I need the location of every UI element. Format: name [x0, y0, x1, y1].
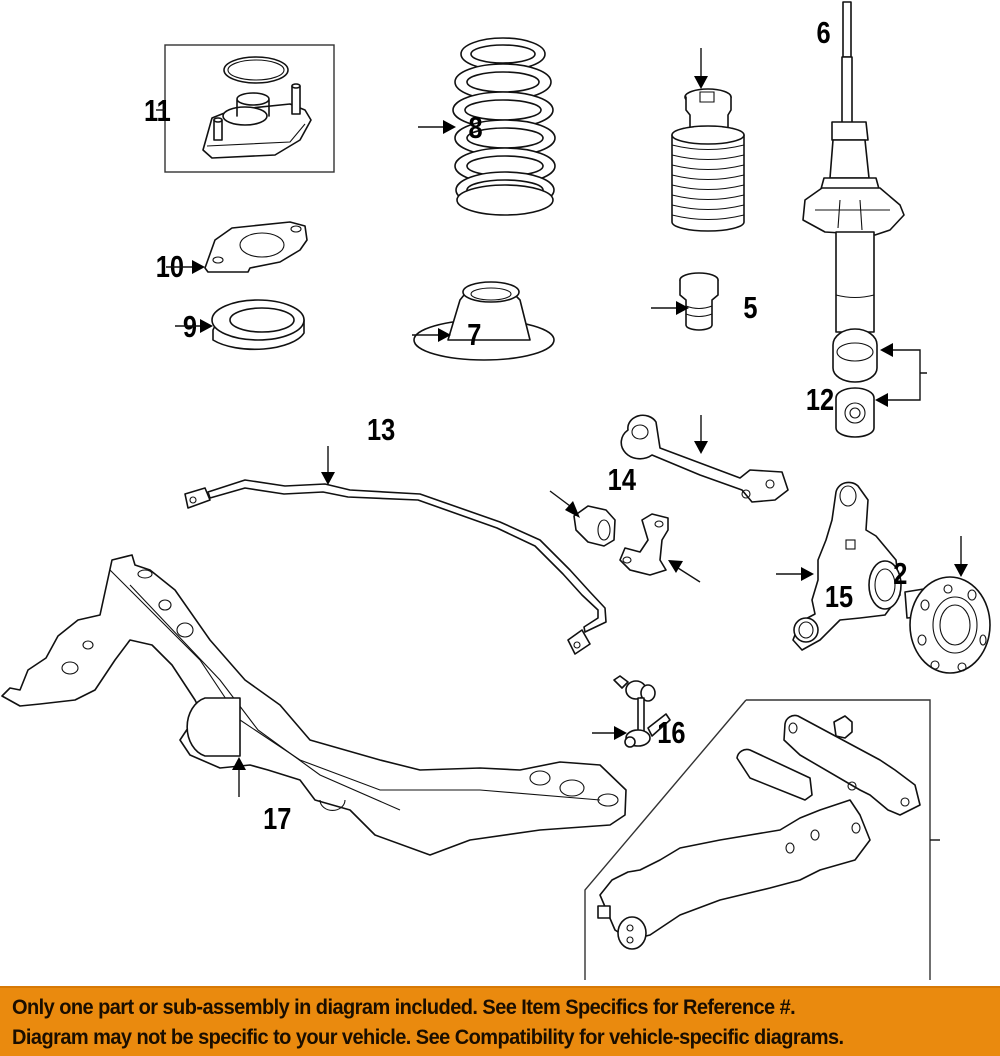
callout-1[interactable]: 1: [954, 504, 1000, 577]
callout-7[interactable]: 7: [412, 318, 481, 353]
callout-17[interactable]: 17: [232, 757, 291, 837]
part-hub-and-bearing[interactable]: [904, 576, 991, 674]
arrow-icon: [438, 328, 451, 342]
part-knuckle[interactable]: [792, 481, 902, 651]
callout-8[interactable]: 8: [418, 111, 483, 146]
arrow-icon: [694, 76, 708, 89]
disclaimer-line-1: Only one part or sub-assembly in diagram…: [12, 995, 796, 1019]
trailing-arm-group-box: [584, 699, 931, 980]
arrow-icon: [801, 567, 814, 581]
arrow-icon: [875, 393, 888, 407]
arrow-icon: [668, 560, 683, 573]
callout-14[interactable]: 14: [549, 463, 636, 518]
arrow-icon: [565, 501, 580, 518]
callout-15[interactable]: 15: [668, 560, 853, 615]
part-stabilizer-link[interactable]: [613, 675, 671, 748]
arrow-icon: [321, 472, 335, 485]
part-coil-spring[interactable]: [452, 37, 556, 216]
callout-label-11: 11: [144, 94, 171, 129]
callout-label-12: 12: [806, 383, 834, 418]
arrow-icon: [443, 120, 456, 134]
callout-label-2: 2: [893, 557, 907, 592]
callout-10[interactable]: 10: [156, 250, 205, 285]
arrow-icon: [954, 564, 968, 577]
callout-label-7: 7: [467, 318, 481, 353]
part-stabilizer-bar[interactable]: [184, 479, 607, 655]
callout-4[interactable]: 4: [875, 343, 1000, 407]
callout-6[interactable]: 6: [694, 16, 831, 89]
part-stabilizer-bushing[interactable]: [573, 505, 616, 547]
callout-label-15: 15: [825, 580, 853, 615]
part-lateral-link[interactable]: [620, 414, 789, 503]
callout-9[interactable]: 9: [175, 310, 213, 345]
disclaimer-banner: Only one part or sub-assembly in diagram…: [0, 986, 1000, 1056]
callout-16[interactable]: 16: [592, 716, 686, 751]
leader-line-15: [677, 567, 701, 583]
callout-label-6: 6: [817, 16, 831, 51]
arrow-icon: [880, 343, 893, 357]
part-spring-seat-plate[interactable]: [204, 221, 308, 273]
parts-diagram: 11 10 9 8 7 6 5 4 12: [1, 1, 1000, 980]
arrow-icon: [614, 726, 627, 740]
part-dust-boot[interactable]: [671, 88, 745, 232]
callout-3[interactable]: 3: [930, 824, 1000, 859]
callout-label-14: 14: [608, 463, 636, 498]
part-upper-spring-insulator[interactable]: [211, 299, 305, 351]
part-bump-stop[interactable]: [679, 272, 719, 331]
callout-2[interactable]: 2: [776, 557, 907, 592]
part-lower-spring-seat[interactable]: [413, 281, 555, 361]
arrow-icon: [192, 260, 205, 274]
callout-label-9: 9: [183, 310, 197, 345]
part-strut-mount-assembly[interactable]: [164, 44, 335, 173]
arrow-icon: [676, 301, 689, 315]
disclaimer-line-2: Diagram may not be specific to your vehi…: [12, 1025, 844, 1049]
part-subframe-crossmember[interactable]: [1, 554, 627, 856]
arrow-icon: [694, 441, 708, 454]
callout-5[interactable]: 5: [651, 291, 758, 326]
arrow-icon: [232, 757, 246, 770]
callout-label-8: 8: [468, 111, 482, 146]
strut-mount-group-box: [164, 44, 335, 173]
callout-11[interactable]: 11: [144, 94, 171, 129]
part-trailing-arm-assembly[interactable]: [584, 699, 931, 980]
callout-13[interactable]: 13: [321, 413, 395, 485]
leader-line-14: [549, 490, 571, 507]
callout-label-5: 5: [743, 291, 757, 326]
callout-label-13: 13: [367, 413, 395, 448]
leader-line-4: [888, 349, 927, 401]
part-shock-absorber[interactable]: [802, 1, 905, 438]
callout-label-16: 16: [657, 716, 685, 751]
callout-12[interactable]: 12: [694, 383, 834, 454]
part-bushing-bracket[interactable]: [619, 513, 669, 576]
callout-label-17: 17: [263, 802, 291, 837]
arrow-icon: [200, 319, 213, 333]
